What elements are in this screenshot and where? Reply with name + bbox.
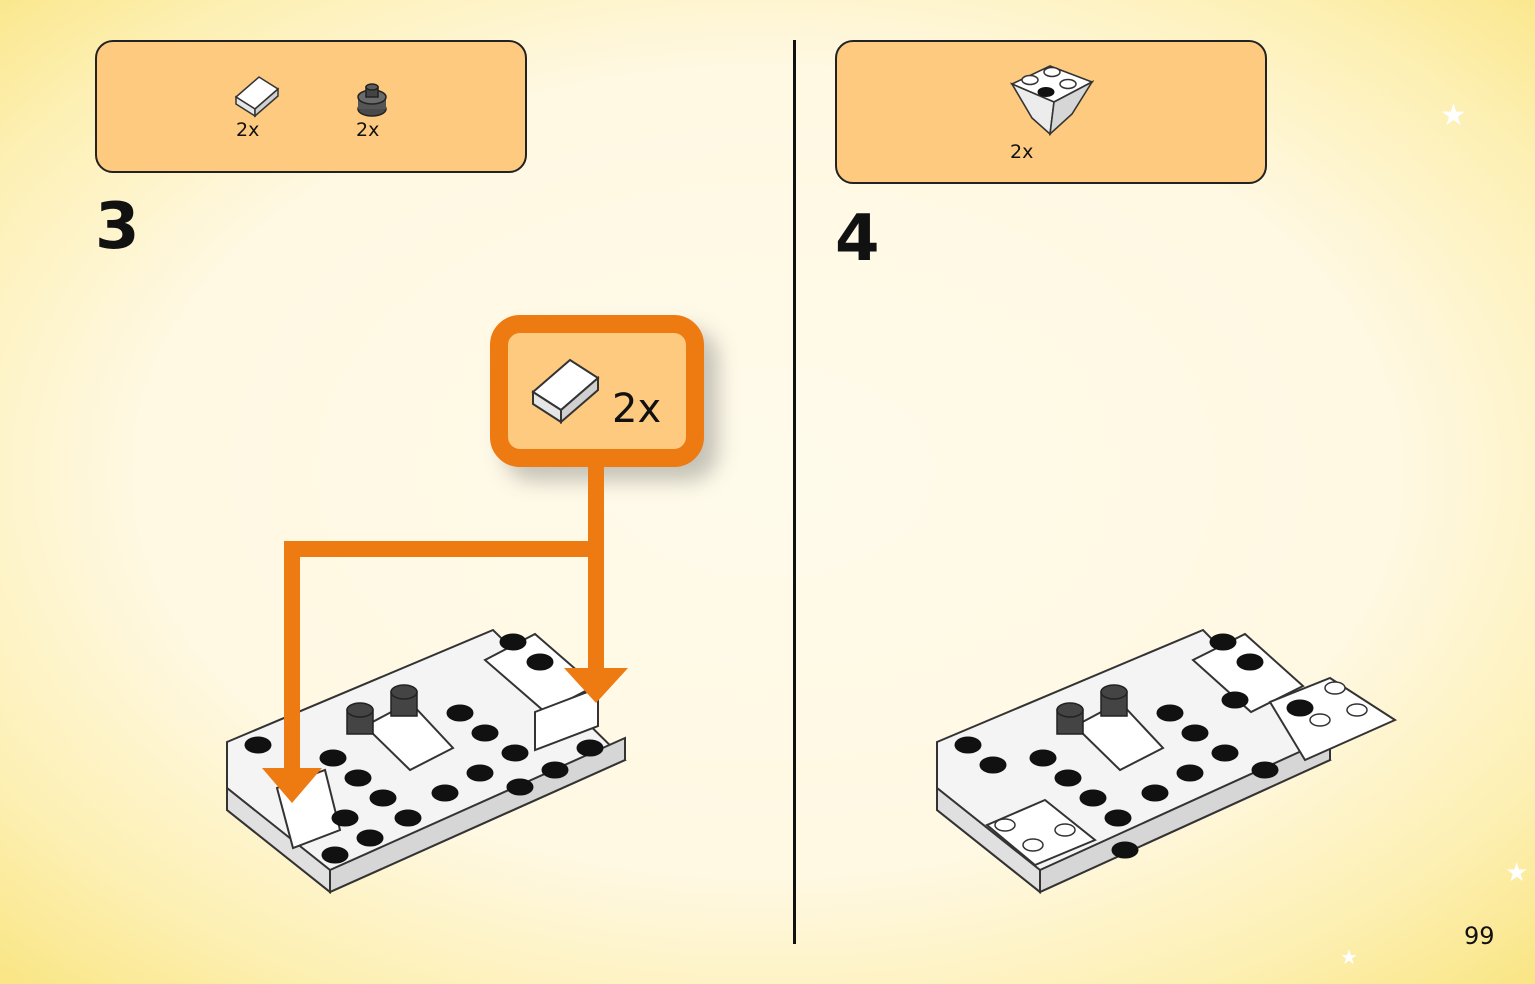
step-4-model-illustration: [936, 628, 1398, 895]
step-number: 3: [95, 190, 140, 264]
star-decoration-icon: ★: [1340, 945, 1358, 969]
star-decoration-icon: ★: [1505, 858, 1529, 888]
part-qty: 2x: [356, 119, 380, 141]
white-slope-brick-icon: [234, 76, 280, 118]
step-divider: [793, 40, 796, 944]
placement-arrows: [262, 465, 628, 803]
star-decoration-icon: ★: [1440, 98, 1467, 133]
white-inverted-slope-icon: [1010, 65, 1095, 137]
part-qty: 2x: [1010, 141, 1034, 163]
white-slope-brick-icon: [531, 358, 600, 425]
callout-qty: 2x: [612, 386, 662, 432]
dark-gray-round-plate-icon: [357, 83, 387, 117]
step-number: 4: [835, 202, 880, 276]
step-3-parts-box: [95, 40, 527, 173]
page-number: 99: [1464, 922, 1495, 950]
part-qty: 2x: [236, 119, 260, 141]
